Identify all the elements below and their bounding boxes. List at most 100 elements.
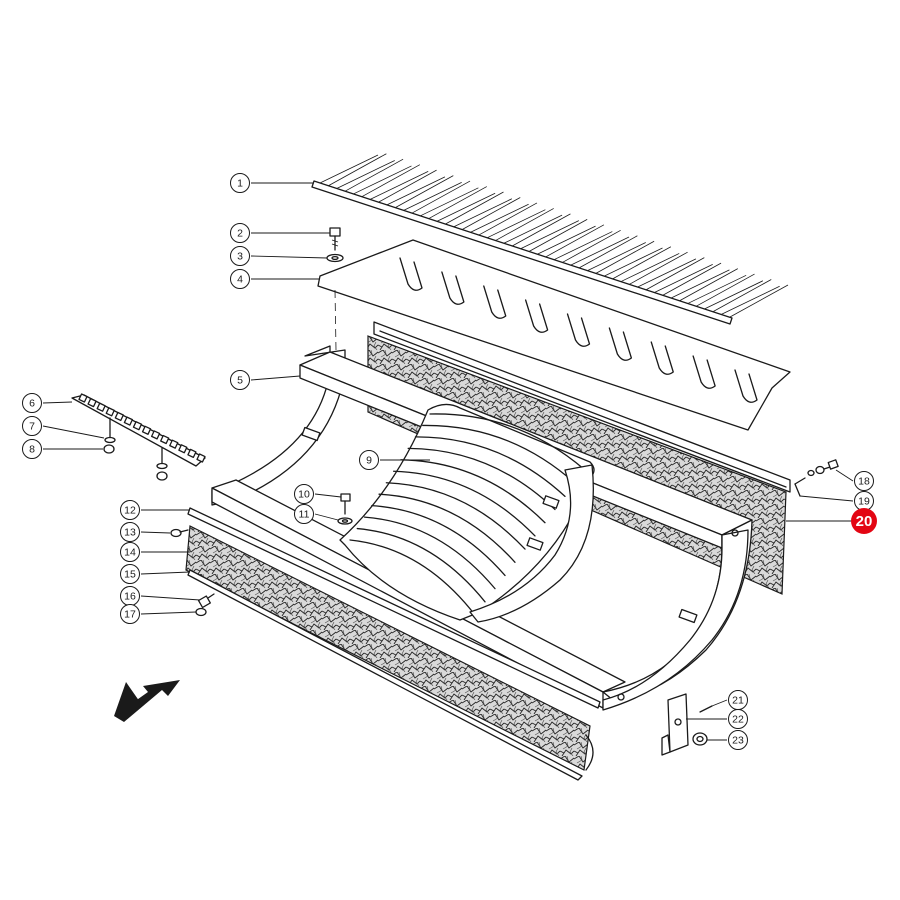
callout-number-5: 5 xyxy=(237,375,243,387)
callout-6: 6 xyxy=(22,393,73,413)
callout-number-2: 2 xyxy=(237,228,243,240)
leader-line-16 xyxy=(140,595,201,601)
callout-number-23: 23 xyxy=(732,735,744,747)
leader-line-21 xyxy=(711,699,728,707)
callout-20: 20 xyxy=(786,508,877,534)
callout-number-13: 13 xyxy=(124,527,136,539)
leader-line-10 xyxy=(314,493,342,498)
part-1-comb-strip xyxy=(311,153,789,325)
part-15-strip xyxy=(187,569,583,781)
callout-circle-3 xyxy=(230,246,250,266)
leader-line-6 xyxy=(42,401,73,404)
callout-circle-18 xyxy=(854,471,874,491)
leader-line-17 xyxy=(140,611,197,615)
callout-23: 23 xyxy=(707,730,748,750)
callout-circle-1 xyxy=(230,173,250,193)
callout-circle-22 xyxy=(728,709,748,729)
callout-number-18: 18 xyxy=(858,476,870,488)
callout-3: 3 xyxy=(230,246,328,266)
part-11-washer xyxy=(337,517,353,525)
part-19-strip xyxy=(794,477,806,497)
callout-circle-23 xyxy=(728,730,748,750)
callout-number-12: 12 xyxy=(124,505,136,517)
callout-9: 9 xyxy=(359,450,430,470)
callout-number-19: 19 xyxy=(858,496,870,508)
callout-circle-10 xyxy=(294,484,314,504)
leader-line-7 xyxy=(42,425,105,439)
callout-number-3: 3 xyxy=(237,251,243,263)
part-2-bolt xyxy=(329,227,341,251)
callout-number-1: 1 xyxy=(237,178,243,190)
callout-11: 11 xyxy=(294,504,339,524)
leader-line-3 xyxy=(250,255,328,259)
callout-number-17: 17 xyxy=(124,609,136,621)
callout-number-9: 9 xyxy=(366,455,372,467)
callout-18: 18 xyxy=(835,469,874,491)
callout-circle-17 xyxy=(120,604,140,624)
leader-line-15 xyxy=(140,571,191,575)
callout-number-7: 7 xyxy=(29,421,35,433)
callout-12: 12 xyxy=(120,500,190,520)
callout-number-21: 21 xyxy=(732,695,744,707)
part-8-nut xyxy=(103,444,168,481)
part-10-bolt xyxy=(340,493,351,515)
part-6-rasp-bar xyxy=(71,393,206,467)
callout-4: 4 xyxy=(230,269,320,289)
callout-circle-5 xyxy=(230,370,250,390)
callout-1: 1 xyxy=(230,173,314,193)
arrow-down-left-icon xyxy=(114,680,180,722)
part-23-nut xyxy=(692,732,708,746)
callout-circle-2 xyxy=(230,223,250,243)
part-18-bolt xyxy=(807,459,839,477)
callout-number-11: 11 xyxy=(299,509,310,521)
callout-number-16: 16 xyxy=(124,591,136,603)
leader-line-5 xyxy=(250,375,301,381)
leader-line-19 xyxy=(799,495,854,502)
callout-15: 15 xyxy=(120,564,191,584)
callout-22: 22 xyxy=(686,709,748,729)
callout-21: 21 xyxy=(711,690,748,710)
callout-circle-12 xyxy=(120,500,140,520)
part-9-grate xyxy=(339,403,595,623)
callout-8: 8 xyxy=(22,439,103,459)
leader-line-18 xyxy=(835,469,854,482)
callout-circle-14 xyxy=(120,542,140,562)
leader-line-11 xyxy=(314,513,339,521)
callout-10: 10 xyxy=(294,484,342,504)
callout-number-4: 4 xyxy=(237,274,243,286)
part-5-frame xyxy=(211,345,753,711)
callout-circle-13 xyxy=(120,522,140,542)
callout-7: 7 xyxy=(22,416,105,439)
callout-13: 13 xyxy=(120,522,171,542)
callout-19: 19 xyxy=(799,491,874,511)
callout-circle-8 xyxy=(22,439,42,459)
callout-circle-4 xyxy=(230,269,250,289)
leader-line-13 xyxy=(140,531,171,534)
callout-circle-15 xyxy=(120,564,140,584)
part-16-nut xyxy=(197,593,215,609)
callout-number-22: 22 xyxy=(732,714,744,726)
callout-number-10: 10 xyxy=(298,489,310,501)
part-21-pin xyxy=(699,705,713,713)
part-13-bolt xyxy=(170,528,189,538)
callout-17: 17 xyxy=(120,604,197,624)
part-3-washer xyxy=(326,253,344,263)
callout-circle-20 xyxy=(851,508,877,534)
part-7-washer xyxy=(104,436,168,470)
part-4-slotted-sheet xyxy=(317,239,791,431)
callout-number-6: 6 xyxy=(29,398,35,410)
part-12-strip xyxy=(187,507,601,709)
callout-number-15: 15 xyxy=(124,569,136,581)
callout-number-20: 20 xyxy=(856,513,873,530)
part-17-nut xyxy=(195,607,207,617)
callout-circle-11 xyxy=(294,504,314,524)
callout-2: 2 xyxy=(230,223,330,243)
callout-circle-7 xyxy=(22,416,42,436)
callout-circle-9 xyxy=(359,450,379,470)
callout-16: 16 xyxy=(120,586,201,606)
callout-circle-6 xyxy=(22,393,42,413)
callout-5: 5 xyxy=(230,370,301,390)
part-22-bracket xyxy=(661,693,689,756)
